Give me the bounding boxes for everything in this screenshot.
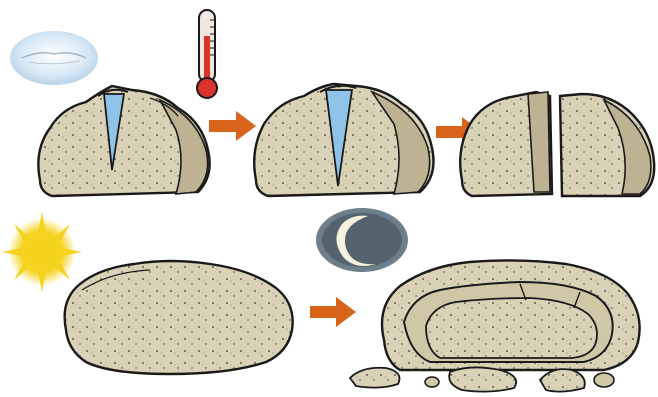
cloud-icon xyxy=(10,31,98,85)
thermometer-icon xyxy=(197,10,217,98)
sun-icon xyxy=(2,212,82,292)
arrow-right-icon xyxy=(209,111,256,141)
rock-ice-stage-2 xyxy=(254,84,433,196)
rock-ice-stage-3 xyxy=(460,92,654,196)
arrow-right-icon xyxy=(310,297,356,327)
rock-thermal-day xyxy=(65,261,293,374)
moon-icon xyxy=(316,208,408,272)
rock-thermal-night xyxy=(350,260,640,391)
rock-ice-stage-1 xyxy=(38,86,209,196)
